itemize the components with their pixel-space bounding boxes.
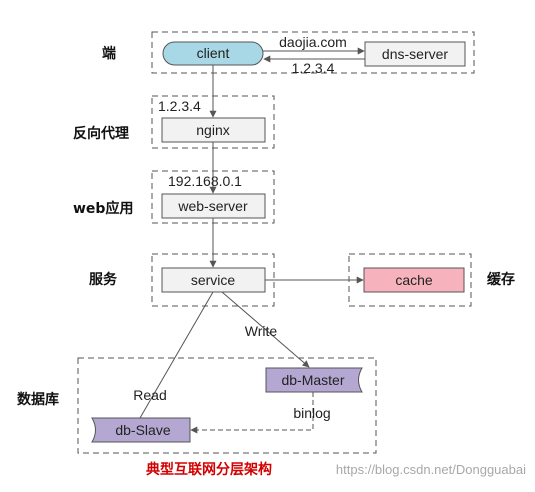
client-node-label: client [197, 45, 230, 61]
dns-reply-label: 1.2.3.4 [292, 60, 335, 76]
source-watermark: https://blog.csdn.net/Dongguabai [336, 462, 526, 477]
db-slave-node [91, 417, 191, 443]
service-to-slave-read-line [139, 291, 214, 419]
layer-label-reverse-proxy: 反向代理 [73, 125, 129, 142]
binlog-label: binlog [293, 405, 330, 421]
layer-label-database: 数据库 [17, 391, 59, 408]
nginx-ip-label: 1.2.3.4 [158, 98, 201, 114]
service-node-label: service [191, 272, 236, 288]
db-master-node [265, 367, 363, 393]
diagram-caption: 典型互联网分层架构 [146, 461, 272, 478]
layer-label-service: 服务 [89, 271, 118, 288]
dns-server-node-label: dns-server [382, 46, 448, 62]
cache-node [363, 267, 465, 293]
service-node [161, 267, 266, 293]
client-layer-box [151, 31, 475, 74]
layer-label-client: 端 [102, 45, 116, 62]
db-slave-node-label: db-Slave [115, 422, 170, 438]
write-label: Write [245, 323, 278, 339]
cache-node-label: cache [395, 272, 433, 288]
db-master-node-label: db-Master [281, 372, 344, 388]
layer-label-web-app: web应用 [73, 200, 133, 217]
web-ip-label: 192.168.0.1 [168, 173, 242, 189]
web-server-node-label: web-server [177, 198, 248, 214]
nginx-node-label: nginx [196, 122, 229, 138]
service-to-master-write-arrow [221, 291, 310, 368]
layer-label-cache: 缓存 [487, 271, 515, 288]
dns-server-node [364, 41, 466, 67]
read-label: Read [133, 387, 166, 403]
database-layer-box [77, 357, 377, 454]
binlog-replication-arrow [190, 392, 314, 434]
dns-query-label: daojia.com [279, 34, 347, 50]
